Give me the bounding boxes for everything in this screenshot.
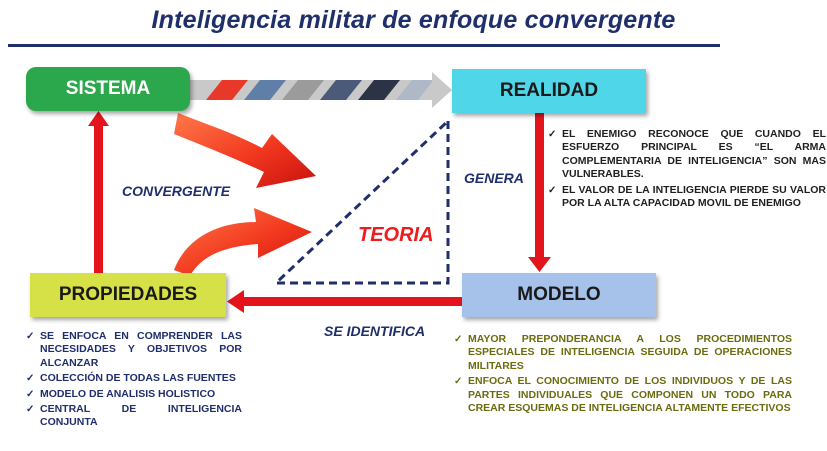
list-item: ✓ MODELO DE ANALISIS HOLISTICO — [26, 388, 242, 401]
list-item: ✓ ENFOCA EL CONOCIMIENTO DE LOS INDIVIDUO… — [454, 375, 792, 415]
sistema-box: SISTEMA — [26, 67, 190, 111]
note-text: CENTRAL DE INTELIGENCIA CONJUNTA — [40, 403, 242, 429]
curved-arrow-upper — [174, 113, 316, 188]
convergente-label: CONVERGENTE — [122, 183, 231, 199]
genera-label: GENERA — [464, 170, 524, 186]
arrow-realidad-to-modelo — [528, 113, 551, 272]
arrow-modelo-to-propiedades — [227, 290, 462, 313]
modelo-notes: ✓ MAYOR PREPONDERANCIA A LOS PROCEDIMIENT… — [454, 333, 792, 417]
check-icon: ✓ — [454, 376, 463, 388]
check-icon: ✓ — [548, 129, 557, 140]
check-icon: ✓ — [26, 373, 35, 385]
check-icon: ✓ — [548, 184, 557, 196]
check-icon: ✓ — [26, 404, 35, 416]
modelo-box: MODELO — [462, 273, 656, 317]
striped-arrow-sistema-realidad — [190, 72, 452, 108]
note-text: MAYOR PREPONDERANCIA A LOS PROCEDIMIENTO… — [468, 333, 792, 372]
note-text: ENFOCA EL CONOCIMIENTO DE LOS INDIVIDUOS… — [468, 375, 792, 415]
teoria-label: TEORIA — [358, 224, 434, 246]
list-item: ✓ EL VALOR DE LA INTELIGENCIA PIERDE SU V… — [548, 184, 826, 211]
note-text: EL ENEMIGO RECONOCE QUE CUANDO EL ESFUER… — [562, 128, 826, 181]
realidad-notes: ✓ EL ENEMIGO RECONOCE QUE CUANDO EL ESFUE… — [548, 128, 826, 212]
realidad-box: REALIDAD — [452, 69, 646, 113]
note-text: MODELO DE ANALISIS HOLISTICO — [40, 387, 216, 400]
arrow-propiedades-to-sistema — [88, 111, 109, 273]
teoria-triangle — [272, 117, 450, 285]
check-icon: ✓ — [26, 331, 35, 342]
page-title: Inteligencia militar de enfoque converge… — [151, 6, 676, 34]
note-text: EL VALOR DE LA INTELIGENCIA PIERDE SU VA… — [562, 183, 826, 210]
list-item: ✓ EL ENEMIGO RECONOCE QUE CUANDO EL ESFUE… — [548, 128, 826, 182]
list-item: ✓ MAYOR PREPONDERANCIA A LOS PROCEDIMIENT… — [454, 333, 792, 373]
se-identifica-label: SE IDENTIFICA — [324, 323, 426, 339]
note-text: COLECCIÓN DE TODAS LAS FUENTES — [40, 372, 236, 385]
check-icon: ✓ — [454, 334, 463, 345]
title-underline — [8, 44, 720, 47]
propiedades-box: PROPIEDADES — [30, 273, 226, 317]
list-item: ✓ CENTRAL DE INTELIGENCIA CONJUNTA — [26, 403, 242, 430]
check-icon: ✓ — [26, 388, 35, 400]
curved-arrow-lower — [174, 208, 312, 276]
list-item: ✓ COLECCIÓN DE TODAS LAS FUENTES — [26, 372, 242, 385]
propiedades-notes: ✓ SE ENFOCA EN COMPRENDER LAS NECESIDADES… — [26, 330, 242, 432]
note-text: SE ENFOCA EN COMPRENDER LAS NECESIDADES … — [40, 330, 242, 369]
list-item: ✓ SE ENFOCA EN COMPRENDER LAS NECESIDADES… — [26, 330, 242, 370]
